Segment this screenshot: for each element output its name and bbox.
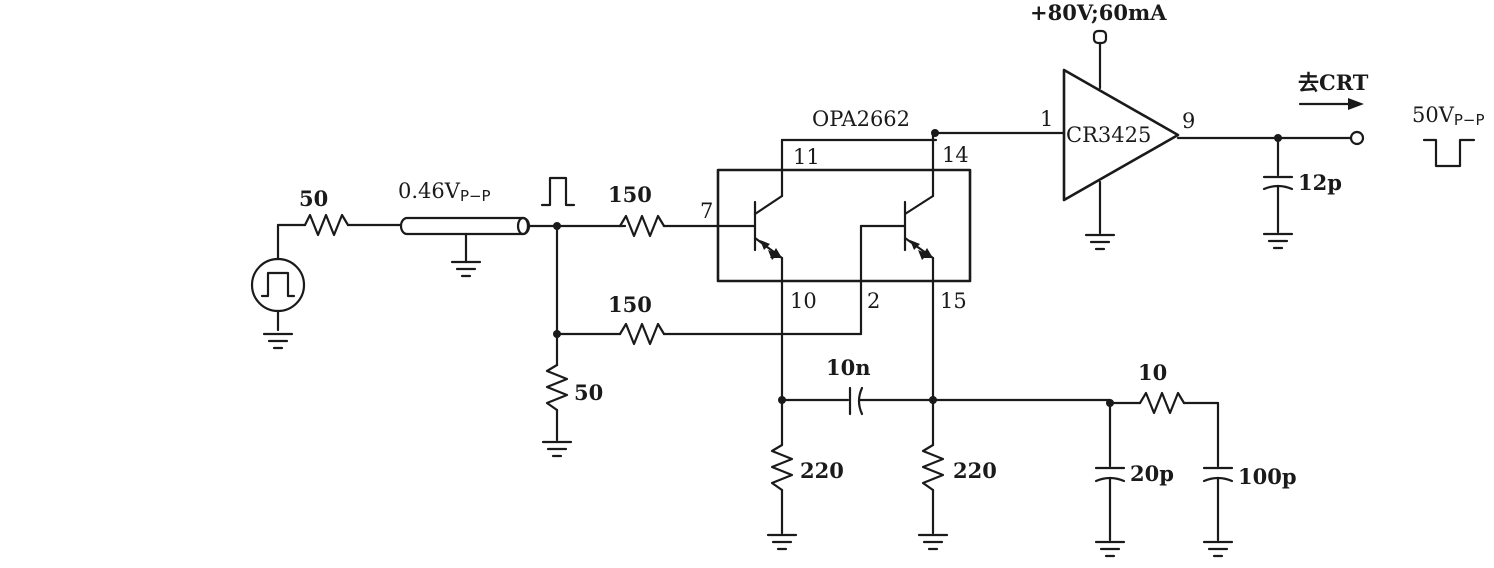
pin-9: 9 [1182, 109, 1195, 133]
to-crt-label: 去CRT [1298, 70, 1369, 95]
capacitor-coupling-label: 10n [826, 355, 871, 380]
ground-icon [1094, 540, 1126, 558]
resistor-emitter-2 [921, 443, 945, 492]
capacitor-coupling [848, 386, 864, 416]
ground-icon [917, 533, 949, 551]
resistor-feedback-label: 150 [608, 292, 652, 317]
capacitor-12p-label: 12p [1298, 170, 1342, 195]
resistor-emitter-2-label: 220 [953, 458, 997, 483]
pin-2: 2 [867, 289, 880, 313]
ground-icon [1262, 232, 1294, 250]
resistor-feedback [618, 322, 666, 346]
input-pulse-icon [540, 176, 576, 207]
opa2662-label: OPA2662 [812, 107, 910, 131]
ground-icon [1202, 540, 1234, 558]
input-amplitude: 0.46VP−P [398, 179, 491, 205]
pin-1: 1 [1040, 107, 1053, 131]
opa2662-package [716, 168, 972, 283]
supply-terminal [1092, 29, 1108, 45]
resistor-output [1138, 391, 1186, 415]
pulse-source [250, 223, 306, 332]
resistor-source-label: 50 [299, 186, 328, 211]
supply-label: +80V;60mA [1030, 0, 1167, 25]
resistor-input [618, 214, 666, 238]
cr3425-amplifier [1062, 68, 1180, 202]
transistor-q1 [753, 138, 784, 402]
resistor-output-label: 10 [1138, 360, 1167, 385]
pin-15: 15 [940, 289, 967, 313]
cr3425-label: CR3425 [1066, 123, 1151, 147]
transistor-q2 [859, 131, 935, 402]
output-terminal [1349, 130, 1365, 146]
pin-7: 7 [700, 199, 713, 223]
ground-icon [450, 260, 482, 278]
pin-14: 14 [942, 143, 969, 167]
resistor-emitter-1 [770, 443, 794, 492]
coax-cable [399, 216, 531, 264]
pin-10: 10 [790, 289, 817, 313]
capacitor-20p-label: 20p [1130, 461, 1174, 486]
arrow-right-icon [1298, 98, 1364, 110]
ground-icon [766, 533, 798, 551]
resistor-input-label: 150 [608, 182, 652, 207]
ground-icon [262, 332, 294, 350]
resistor-termination [545, 363, 569, 412]
output-pulse-icon [1422, 138, 1476, 168]
resistor-termination-label: 50 [574, 380, 603, 405]
resistor-emitter-1-label: 220 [800, 458, 844, 483]
capacitor-100p-label: 100p [1238, 464, 1297, 489]
resistor-source [303, 213, 350, 237]
ground-icon [1084, 233, 1116, 251]
output-amplitude: 50VP−P [1412, 103, 1485, 129]
pin-11: 11 [793, 145, 820, 169]
ground-icon [541, 440, 573, 458]
